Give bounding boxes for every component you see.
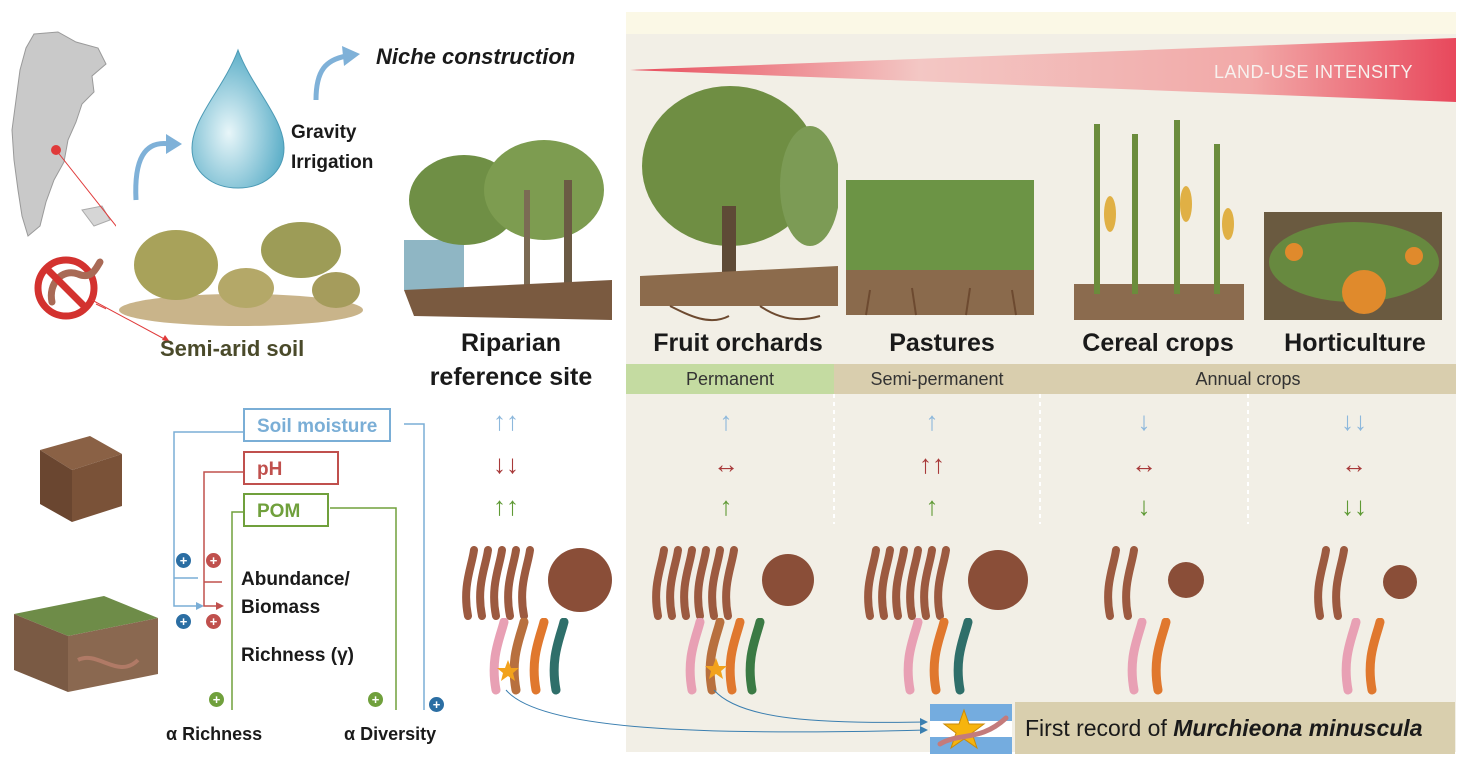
plus-sign-ph-richness: + (206, 614, 221, 629)
pom-effect-pastures: ↑ (925, 491, 939, 521)
first-record-prefix: First record of (1025, 715, 1174, 741)
earthworm-abundance-riparian-icon (462, 546, 612, 620)
gravity-line: Gravity (291, 122, 357, 143)
moisture-effect-pastures: ↑ (925, 406, 939, 436)
column-dividers (833, 394, 1249, 524)
category-permanent: Permanent (626, 364, 834, 394)
argentina-flag-icon (930, 704, 1012, 754)
abundance-label: Abundance/ (241, 569, 350, 590)
earthworm-species-riparian-icon (489, 618, 569, 695)
irrigation-line: Irrigation (291, 152, 374, 173)
pointer-line (92, 300, 171, 343)
earthworm-species-cereal-icon (1127, 618, 1171, 695)
site-label-fruit-orchards: Fruit orchards (653, 329, 823, 357)
pom-effect-orchards: ↑ (719, 491, 733, 521)
pom-box: POM (243, 493, 329, 527)
site-label-riparian-line2: reference site (429, 363, 593, 391)
site-label-riparian-line1: Riparian (460, 329, 562, 357)
alpha-diversity-label: α Diversity (344, 724, 437, 744)
earthworm-species-pastures-icon (903, 618, 973, 695)
moisture-effect-orchards: ↑ (719, 406, 733, 436)
earthworm-abundance-cereal-icon (1104, 546, 1204, 620)
pasture-icon (846, 180, 1034, 316)
earthworm-species-horticulture-icon (1341, 618, 1385, 695)
biomass-label: Biomass (241, 597, 321, 618)
niche-construction-label: Niche construction (376, 44, 576, 69)
water-drop-icon (191, 48, 285, 189)
moisture-effect-riparian: ↑↑ (493, 406, 519, 436)
category-semi-permanent: Semi-permanent (834, 364, 1040, 394)
land-use-intensity-label: LAND-USE INTENSITY (1214, 62, 1414, 82)
pom-effect-riparian: ↑↑ (493, 491, 519, 521)
site-label-riparian: Riparian reference site (418, 326, 604, 394)
first-record-banner: First record of Murchieona minuscula (1015, 702, 1455, 754)
soil-moisture-box: Soil moisture (243, 408, 392, 442)
relationship-connectors (173, 423, 425, 710)
category-annual-crops: Annual crops (1040, 364, 1456, 394)
first-record-pointers (505, 689, 928, 734)
plus-sign-pom-alpha-richness: + (209, 692, 224, 707)
earthworm-abundance-pastures-icon (864, 546, 1028, 620)
species-name: Murchieona minuscula (1173, 715, 1423, 741)
land-use-panel-top (626, 12, 1456, 34)
earthworm-abundance-horticulture-icon (1314, 546, 1417, 620)
riparian-forest-icon (404, 140, 612, 320)
earthworm-abundance-orchards-icon (652, 546, 814, 620)
argentina-map-icon (11, 31, 116, 237)
plus-sign-moisture-abundance: + (176, 553, 191, 568)
plus-sign-pom-alpha-diversity: + (368, 692, 383, 707)
site-label-cereal-crops: Cereal crops (1082, 329, 1234, 357)
ph-effect-cereal: ↔ (1131, 449, 1157, 479)
plus-sign-ph-abundance: + (206, 553, 221, 568)
alpha-richness-label: α Richness (166, 724, 263, 744)
soil-grass-cube-icon (14, 596, 158, 692)
cereal-crop-icon (1074, 120, 1244, 320)
irrigation-arrows (133, 46, 360, 201)
ph-effect-riparian: ↓↓ (493, 449, 519, 479)
moisture-effect-horticulture: ↓↓ (1341, 406, 1367, 436)
ph-effect-orchards: ↔ (713, 449, 739, 479)
richness-gamma-label: Richness (γ) (241, 645, 354, 666)
ph-effect-horticulture: ↔ (1341, 449, 1367, 479)
ph-effect-pastures: ↑↑ (919, 449, 945, 479)
semi-arid-soil-label: Semi-arid soil (160, 336, 305, 361)
plus-sign-moisture-richness: + (176, 614, 191, 629)
pom-effect-cereal: ↓ (1137, 491, 1151, 521)
earthworm-species-orchards-icon (685, 618, 765, 695)
site-label-horticulture: Horticulture (1284, 329, 1426, 357)
gravity-irrigation-label: Gravity Irrigation (291, 118, 373, 178)
no-earthworm-icon (34, 256, 106, 320)
fruit-orchard-icon (640, 86, 838, 322)
plus-sign-moisture-alpha-diversity: + (429, 697, 444, 712)
semi-arid-shrubland-icon (119, 222, 363, 326)
site-label-pastures: Pastures (889, 329, 995, 357)
abundance-biomass-label: Abundance/ Biomass (241, 566, 350, 622)
land-use-gradient (630, 38, 1456, 102)
horticulture-icon (1264, 212, 1442, 320)
soil-cube-icon (40, 436, 122, 522)
moisture-effect-cereal: ↓ (1137, 406, 1151, 436)
ph-box: pH (243, 451, 339, 485)
pom-effect-horticulture: ↓↓ (1341, 491, 1367, 521)
